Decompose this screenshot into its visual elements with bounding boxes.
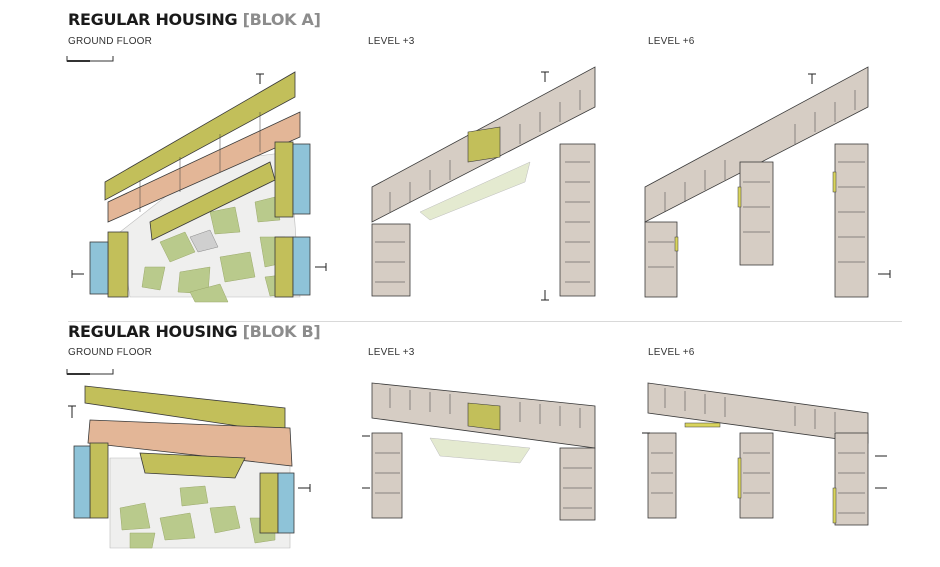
section-marker-icon bbox=[808, 73, 891, 278]
water-panel-right bbox=[292, 143, 311, 215]
wing-right bbox=[559, 447, 596, 521]
wing-middle bbox=[739, 161, 774, 266]
wing-right bbox=[834, 432, 869, 526]
section-marker-icon bbox=[642, 432, 887, 489]
block-right-tall bbox=[274, 141, 294, 218]
corridor-b bbox=[87, 419, 293, 467]
section-marker-icon bbox=[68, 405, 311, 492]
void-greenery bbox=[419, 161, 531, 221]
plan-blok-a-level-6 bbox=[644, 66, 891, 298]
void-greenery bbox=[429, 437, 531, 464]
plan-label-level-6: LEVEL +6 bbox=[648, 36, 695, 47]
plan-blok-b-level-3 bbox=[362, 382, 596, 521]
title-tag: [BLOK A] bbox=[242, 10, 321, 29]
block-right-low bbox=[274, 236, 294, 298]
block-left bbox=[89, 442, 109, 519]
block-right bbox=[259, 472, 279, 534]
slab-lower-b bbox=[139, 452, 246, 479]
wing-middle bbox=[739, 432, 774, 519]
section-marker-icon bbox=[541, 71, 549, 301]
title-tag: [BLOK B] bbox=[242, 322, 321, 341]
wing-left bbox=[371, 223, 411, 297]
scale-bar-icon bbox=[66, 369, 114, 375]
wing-right bbox=[834, 143, 869, 298]
balcony-central bbox=[467, 402, 501, 431]
wing-left bbox=[371, 432, 403, 519]
block-left-lower bbox=[107, 231, 129, 298]
title-main: REGULAR HOUSING bbox=[68, 10, 238, 29]
section-divider bbox=[68, 321, 902, 322]
corridor-a bbox=[107, 111, 301, 223]
water-panel-left bbox=[73, 445, 91, 519]
plan-blok-b-level-6 bbox=[642, 382, 887, 526]
plan-label-level-6: LEVEL +6 bbox=[648, 347, 695, 358]
balcony-central bbox=[467, 126, 501, 163]
slab-diagonal bbox=[644, 66, 869, 223]
section-marker-icon bbox=[362, 435, 370, 489]
water-panel-right bbox=[277, 472, 295, 534]
plan-blok-b-ground-floor bbox=[68, 385, 311, 549]
water-panel-left bbox=[89, 241, 109, 295]
slab-upper-a bbox=[104, 71, 296, 201]
wing-left bbox=[647, 432, 677, 519]
wing-left bbox=[644, 221, 678, 298]
title-main: REGULAR HOUSING bbox=[68, 322, 238, 341]
scale-bar-icon bbox=[66, 56, 114, 62]
water-panel-right-low bbox=[292, 236, 311, 296]
section-title-blok-a: REGULAR HOUSING [BLOK A] bbox=[68, 10, 321, 30]
plan-label-level-3: LEVEL +3 bbox=[368, 347, 415, 358]
plan-label-ground-floor: GROUND FLOOR bbox=[68, 36, 153, 47]
plan-label-ground-floor: GROUND FLOOR bbox=[68, 347, 153, 358]
plan-blok-a-ground-floor bbox=[71, 71, 327, 303]
wing-right bbox=[559, 143, 596, 297]
plan-blok-a-level-3 bbox=[371, 66, 596, 301]
plan-label-level-3: LEVEL +3 bbox=[368, 36, 415, 47]
section-title-blok-b: REGULAR HOUSING [BLOK B] bbox=[68, 322, 321, 342]
section-marker-icon bbox=[71, 73, 327, 278]
